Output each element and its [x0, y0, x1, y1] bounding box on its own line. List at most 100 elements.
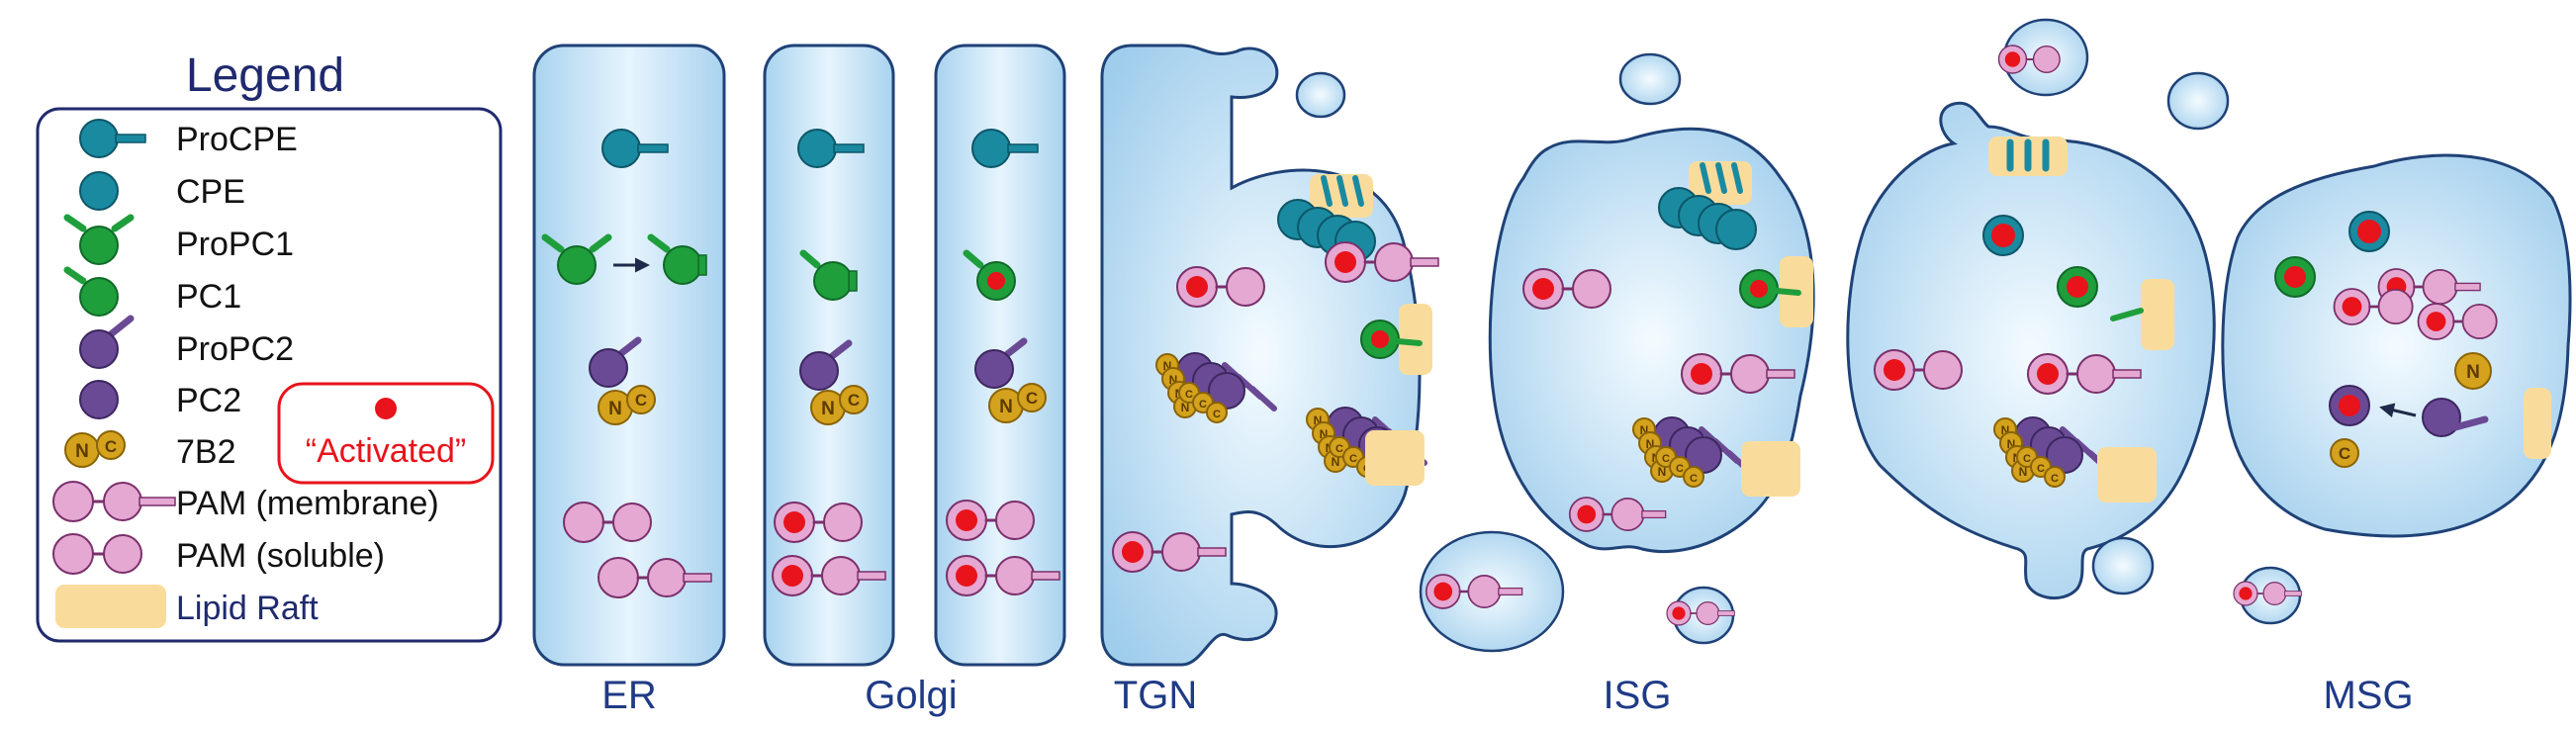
svg-text:C: C	[1662, 453, 1670, 465]
svg-text:C: C	[2023, 453, 2031, 465]
label-msg: MSG	[2323, 674, 2413, 717]
svg-text:N: N	[1181, 401, 1190, 414]
molecule-pc1raft	[1360, 320, 1423, 359]
legend-symbol-pam-soluble	[52, 533, 142, 575]
molecule-raft3	[1689, 161, 1752, 205]
svg-text:C: C	[1690, 473, 1698, 485]
molecule-pc1act	[963, 249, 1016, 301]
molecule-pc1raft	[1739, 269, 1801, 309]
svg-text:N: N	[1163, 359, 1172, 373]
molecule-procpe	[601, 129, 669, 168]
legend-title: Legend	[186, 49, 344, 102]
molecule-pammemact	[772, 555, 886, 596]
legend-symbol-procpe	[79, 119, 146, 158]
label-golgi: Golgi	[865, 674, 957, 717]
molecule-pammemact	[1325, 241, 1439, 283]
molecule-propc1cap	[647, 233, 707, 285]
svg-text:N: N	[2466, 362, 2480, 383]
activated-label: “Activated”	[306, 432, 467, 470]
svg-text:N: N	[1332, 455, 1340, 469]
legend-label-cpe: CPE	[176, 173, 245, 211]
molecule-pammemact	[1112, 531, 1227, 573]
legend-symbol-propc2	[79, 315, 135, 369]
molecule-procpe	[971, 129, 1039, 168]
svg-text:N: N	[1640, 423, 1649, 437]
molecule-pc1stub	[2110, 308, 2144, 321]
molecule-pc1act2	[2274, 256, 2316, 298]
molecule-pamsolact	[2333, 288, 2414, 325]
legend-label-pc2: PC2	[176, 382, 241, 419]
legend-label-pam-soluble: PAM (soluble)	[176, 537, 385, 575]
activated-callout: “Activated”	[277, 382, 495, 485]
molecule-pamsolact	[946, 500, 1035, 541]
molecule-propc2	[799, 339, 853, 391]
tgn-compartment: NNNNCCC NNNNCCC	[1100, 44, 1439, 667]
vesicle	[1419, 530, 1565, 653]
molecule-pamsolact	[1997, 45, 2061, 74]
svg-text:N: N	[1314, 413, 1323, 427]
molecule-pammemact	[1425, 574, 1523, 609]
molecule-pammemact	[946, 555, 1060, 596]
legend-label-pam-membrane: PAM (membrane)	[176, 485, 439, 522]
legend-label-pc1: PC1	[176, 278, 241, 316]
legend-symbol-pc2	[79, 380, 119, 419]
molecule-pc2cluster: NNNNCCC	[1993, 416, 2115, 488]
molecule-cpeact	[1982, 215, 2024, 256]
svg-text:N: N	[2001, 423, 2010, 437]
label-isg: ISG	[1604, 674, 1672, 717]
vesicle	[2166, 71, 2230, 131]
svg-text:C: C	[2037, 463, 2045, 475]
svg-text:N: N	[2007, 437, 2016, 451]
svg-text:N: N	[1658, 465, 1667, 479]
legend-label-7b2: 7B2	[176, 433, 236, 471]
isg-compartment-1: NNNNCCC	[1488, 127, 1815, 553]
legend-symbol-lipid-raft	[55, 585, 166, 628]
vesicle	[1618, 52, 1682, 106]
legend: Legend N C	[36, 49, 503, 643]
legend-symbol-7b2: N C	[64, 430, 126, 468]
svg-text:C: C	[1185, 389, 1193, 401]
svg-text:N: N	[1320, 427, 1329, 441]
legend-symbol-cpe	[79, 171, 119, 211]
svg-text:N: N	[2019, 465, 2028, 479]
pc2-activation-arrow	[2379, 403, 2417, 418]
vesicle	[1997, 18, 2089, 97]
msg-compartment: N C	[2221, 153, 2572, 538]
molecule-raft3h	[1988, 137, 2068, 176]
vesicle	[1666, 586, 1735, 645]
molecule-pammemact	[1568, 497, 1667, 532]
molecule-propc2	[589, 336, 642, 388]
legend-symbol-pam-membrane	[52, 481, 176, 522]
svg-text:N: N	[608, 399, 622, 419]
svg-text:N: N	[821, 399, 835, 419]
svg-text:C: C	[848, 391, 860, 410]
vesicle	[1295, 71, 1346, 119]
vesicle	[2233, 566, 2302, 625]
legend-label-lipid-raft: Lipid Raft	[176, 590, 319, 627]
molecule-raftv2	[1741, 441, 1800, 497]
legend-symbol-propc1	[63, 214, 135, 265]
svg-text:C: C	[1026, 389, 1038, 408]
molecule-pammemact	[1666, 600, 1735, 626]
label-tgn: TGN	[1114, 674, 1197, 717]
molecule-propc2	[974, 337, 1028, 389]
molecule-pc1act2	[2057, 266, 2098, 308]
molecule-pammem	[598, 557, 712, 598]
molecule-raftv3	[2524, 388, 2551, 459]
molecule-pamsolact	[1522, 268, 1611, 310]
molecule-cpecluster	[1658, 187, 1757, 250]
svg-text:C: C	[635, 391, 647, 410]
molecule-raft3	[1310, 174, 1373, 218]
molecule-pamsolact	[774, 502, 863, 543]
molecule-cfree: C	[2330, 438, 2359, 468]
molecule-raftv2	[1365, 430, 1425, 486]
molecule-raftv	[2141, 279, 2174, 350]
